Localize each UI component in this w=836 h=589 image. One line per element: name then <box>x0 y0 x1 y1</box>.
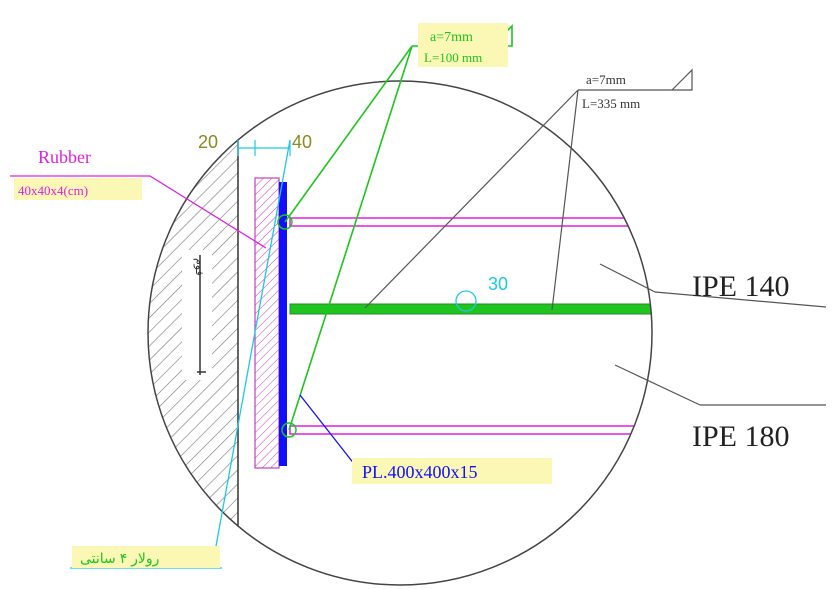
plate-label: PL.400x400x15 <box>362 462 478 482</box>
green-leaders <box>284 24 513 431</box>
beam-top-flange <box>289 217 652 227</box>
beam-middle-flange <box>289 303 652 315</box>
weld-label-box-left <box>418 23 508 67</box>
ipe180-label: IPE 180 <box>692 420 790 453</box>
weld-left-l-label: L=100 mm <box>424 50 482 65</box>
weld-symbol-bottom <box>281 422 297 438</box>
bottom-note-label: رولار ۴ سانتی <box>80 550 159 567</box>
rubber-size-box <box>14 178 142 200</box>
rubber-size-label: 40x40x4(cm) <box>18 183 88 198</box>
base-plate <box>279 182 287 466</box>
wall-anchor-text: فوم <box>193 258 205 276</box>
bottom-note-box <box>72 546 220 568</box>
rubber-leader <box>10 175 267 249</box>
weld-symbol-top <box>277 214 293 230</box>
plate-leader <box>299 394 356 466</box>
gray-leaders <box>364 68 827 406</box>
plate-label-box <box>352 458 552 484</box>
dimension-40-label: 40 <box>292 132 312 152</box>
weld-right-l-label: L=335 mm <box>582 96 640 111</box>
dimension-20-40 <box>237 140 291 156</box>
weld-right-a-label: a=7mm <box>586 72 626 87</box>
weld-30-label: 30 <box>488 274 508 294</box>
ipe140-label: IPE 140 <box>692 270 790 303</box>
beam-bottom-flange <box>289 425 652 435</box>
weld-symbol-middle <box>455 290 477 312</box>
weld-left-a-label: a=7mm <box>430 30 473 45</box>
anchor-slot <box>182 250 212 380</box>
dimension-20-label: 20 <box>198 132 218 152</box>
rubber-title-label: Rubber <box>38 147 91 167</box>
